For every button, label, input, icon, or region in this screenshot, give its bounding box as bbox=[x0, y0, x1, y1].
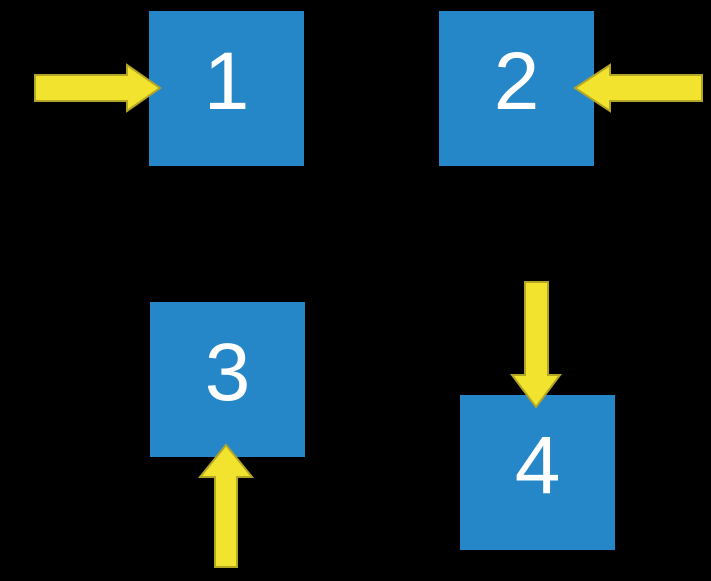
square-4-label: 4 bbox=[514, 420, 561, 511]
square-3: 3 bbox=[150, 302, 305, 457]
arrow-up-icon bbox=[197, 443, 255, 568]
square-2-label: 2 bbox=[493, 36, 540, 127]
square-3-label: 3 bbox=[204, 327, 251, 418]
arrow-left-icon bbox=[573, 63, 703, 113]
square-2: 2 bbox=[439, 11, 594, 166]
square-4: 4 bbox=[460, 395, 615, 550]
arrow-down-icon bbox=[510, 281, 562, 409]
square-1: 1 bbox=[149, 11, 304, 166]
square-1-label: 1 bbox=[203, 36, 250, 127]
arrow-right-icon bbox=[34, 63, 162, 113]
